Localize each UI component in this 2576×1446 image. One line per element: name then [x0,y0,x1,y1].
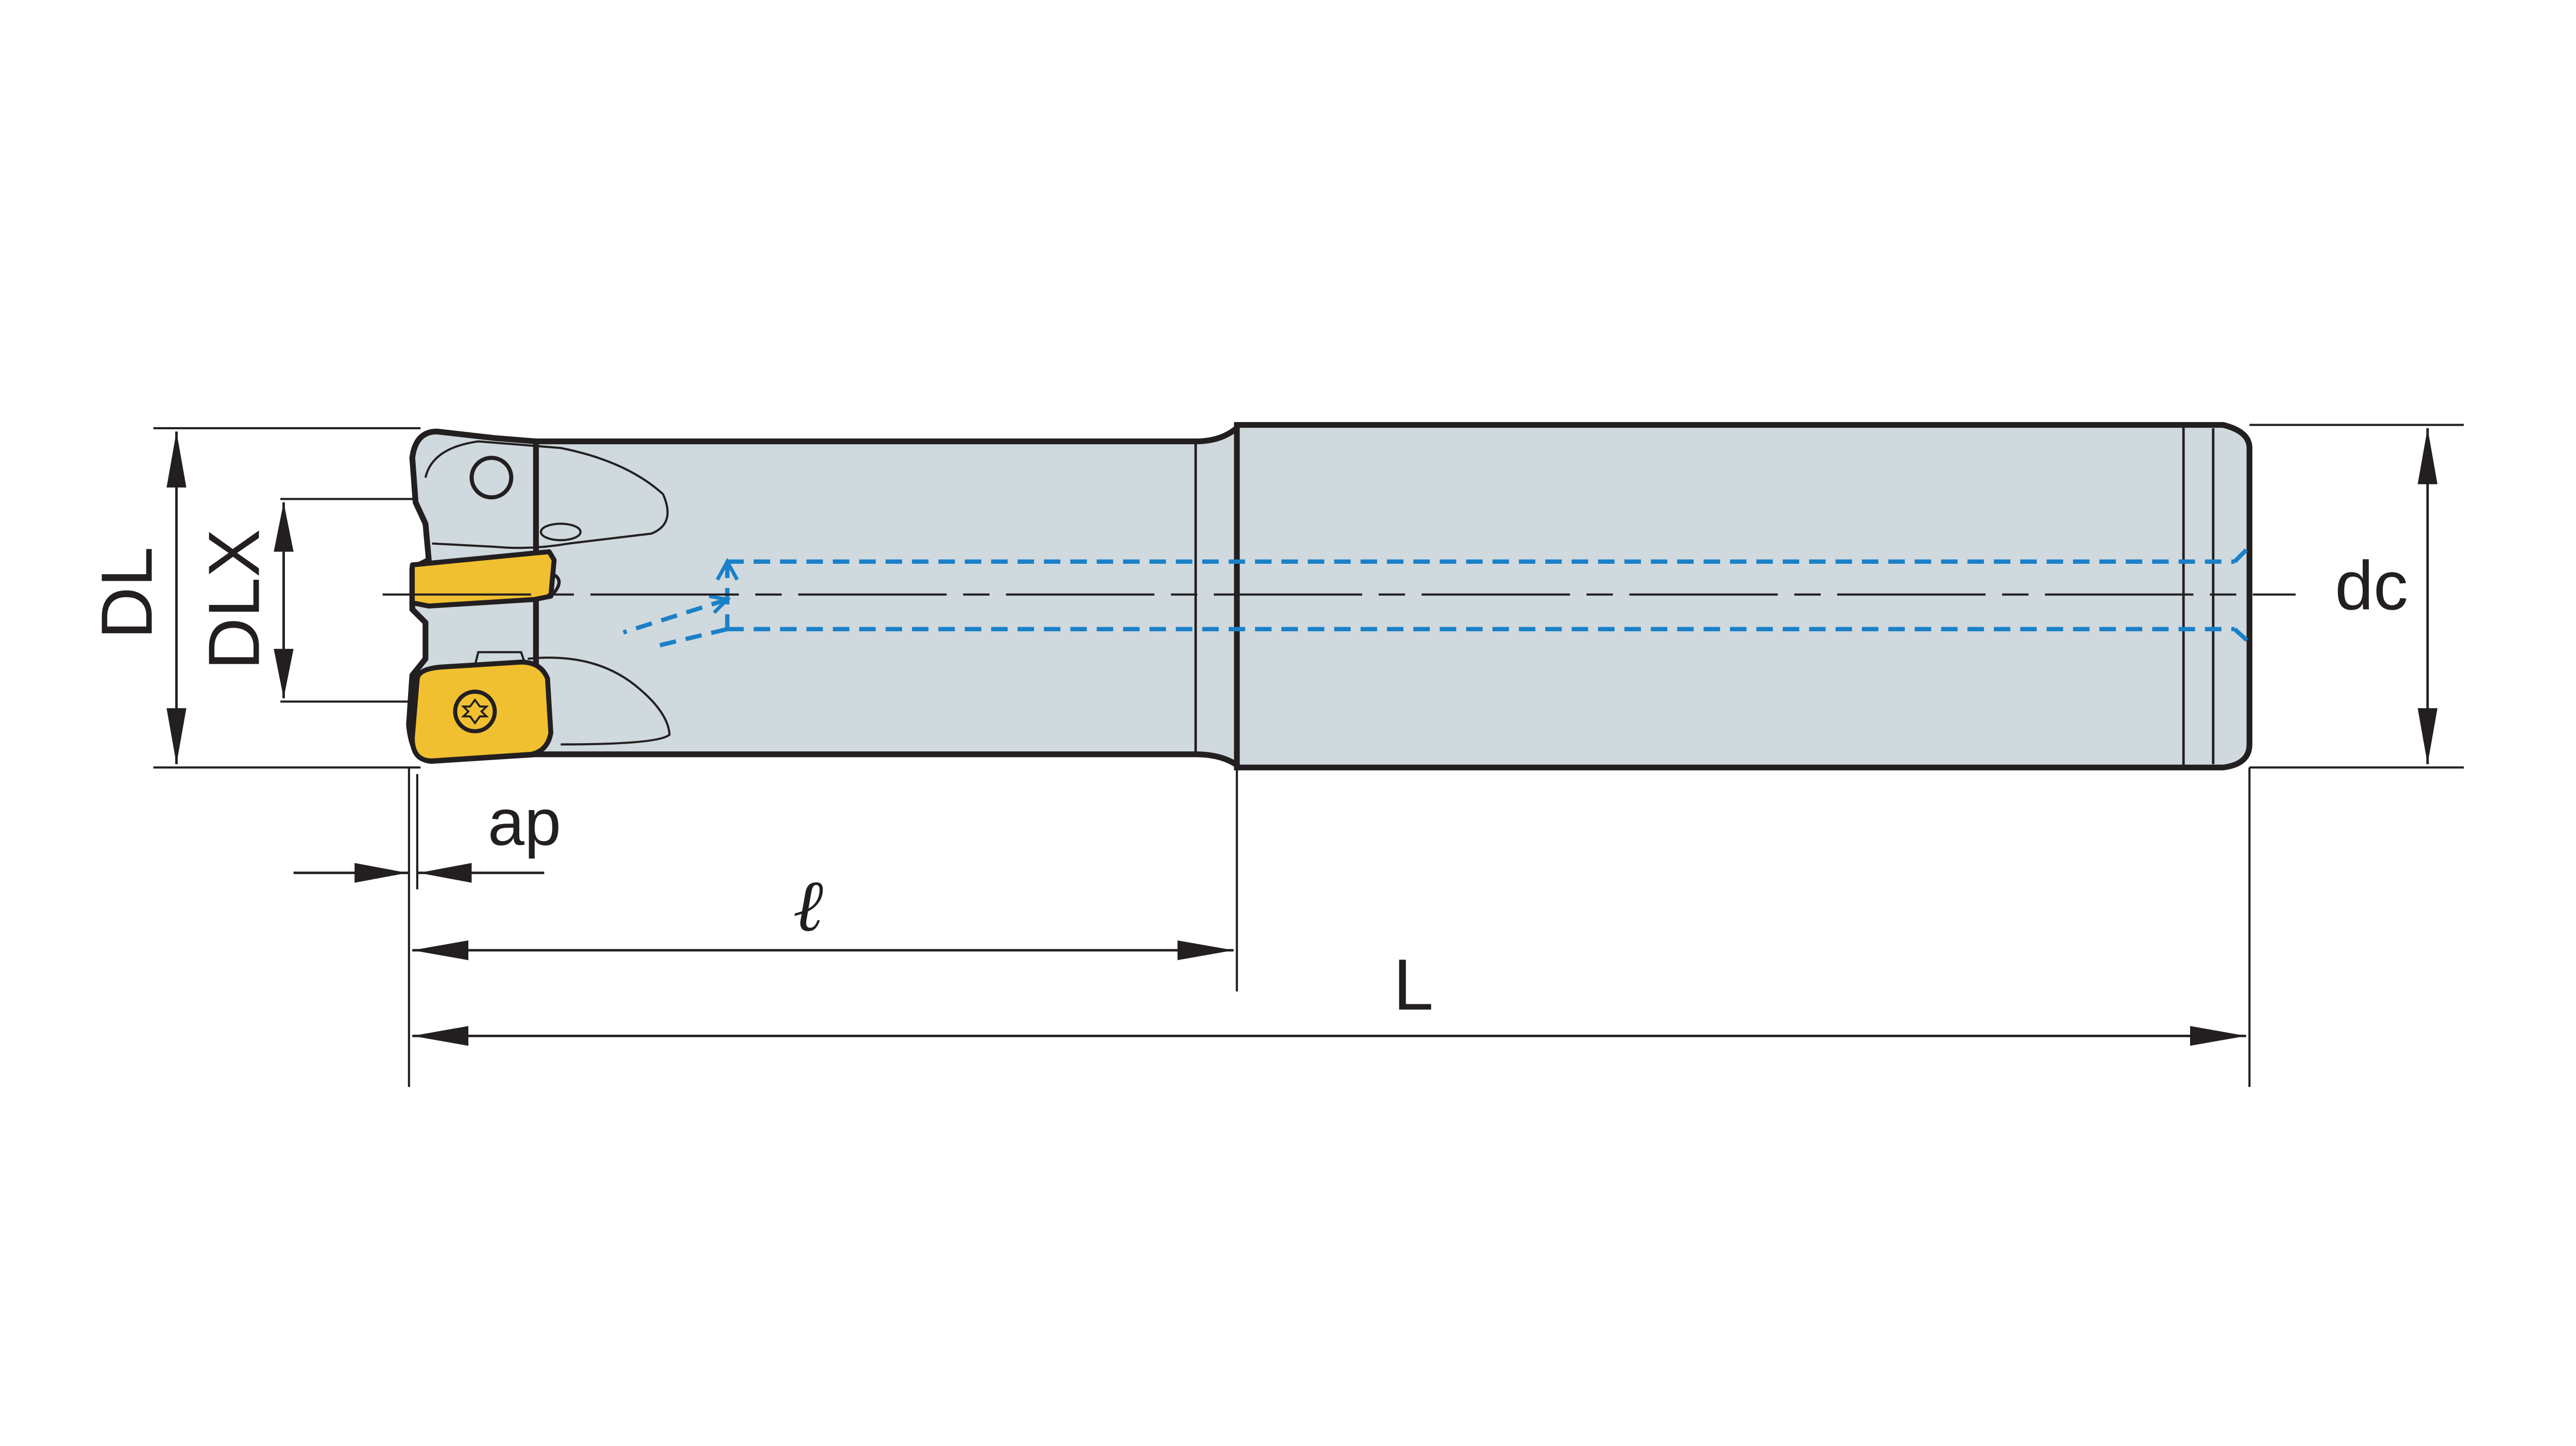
dl-arrow-bottom [166,708,187,764]
l-arrow-left [412,1026,469,1046]
ell-label: ℓ [793,864,823,948]
dc-label: dc [2335,547,2408,625]
extension-lines [153,424,2464,1087]
coolant-arrow-side [708,594,731,614]
coolant-end-upper [2233,542,2255,563]
dlx-label: DLX [193,529,274,670]
tool-neck [425,425,1237,768]
ell-arrow-right [1177,940,1234,961]
middle-insert [410,549,557,609]
dlx-arrow-top [274,502,294,552]
l-arrow-right [2190,1026,2246,1046]
upper-screw-hole [469,456,514,500]
neck-top-edge [536,423,1243,445]
dl-arrow-top [166,431,187,487]
middle-insert-notch [549,571,561,598]
ell-arrow-left [412,940,469,961]
coolant-end-lower [2233,627,2255,647]
tool-shank [1234,422,2252,770]
dimension-lines [166,428,2438,1046]
torx-recess-icon [461,698,489,725]
dc-arrow-bottom [2417,708,2438,764]
neck-bottom-edge [536,751,1242,770]
upper-pocket-hole [539,523,582,542]
ap-arrow-right [419,863,472,883]
l-label: L [1393,944,1433,1025]
coolant-outlet-diagonal-1 [622,597,728,635]
upper-chip-pocket [424,440,669,549]
dl-label: DL [86,547,167,640]
coolant-outlet-diagonal-2 [651,627,728,650]
ap-arrow-left [354,863,408,883]
coolant-arrow-up [716,558,739,581]
ap-label: ap [488,786,561,860]
lower-chip-pocket [528,657,671,746]
insert-screw-icon [453,690,497,733]
dc-arrow-top [2417,428,2438,484]
coolant-arrowheads [708,558,739,614]
dlx-arrow-bottom [274,649,294,699]
tool-body [406,422,2252,770]
lower-pocket-screw-slot [473,651,526,666]
